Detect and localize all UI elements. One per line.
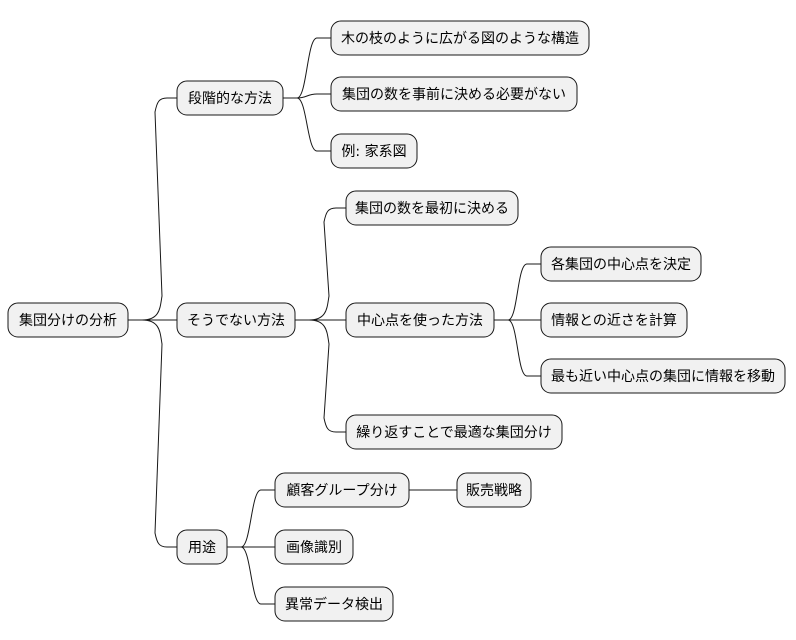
connector-line [295,207,346,321]
svg-text:段階的な方法: 段階的な方法 [188,91,272,107]
node-root: 集団分けの分析 [7,302,129,338]
connector-lines [128,37,541,605]
node-move-to-nearest: 最も近い中心点の集団に情報を移動 [540,358,786,394]
svg-text:顧客グループ分け: 顧客グループ分け [286,482,397,499]
svg-text:販売戦略: 販売戦略 [466,483,522,499]
svg-text:異常データ検出: 異常データ検出 [285,596,383,613]
connector-line [283,97,331,152]
node-customer-grouping: 顧客グループ分け [274,472,410,508]
node-sales-strategy: 販売戦略 [456,472,532,508]
connector-line [494,319,541,377]
svg-text:集団の数を事前に決める必要がない: 集団の数を事前に決める必要がない [342,86,566,103]
svg-text:各集団の中心点を決定: 各集団の中心点を決定 [551,256,691,273]
svg-text:繰り返すことで最適な集団分け: 繰り返すことで最適な集団分け [356,424,552,441]
connector-line [494,263,541,321]
node-anomaly-detection: 異常データ検出 [274,586,394,622]
node-hierarchical-method: 段階的な方法 [176,80,284,116]
node-image-recognition: 画像識別 [274,529,354,565]
node-tree-structure: 木の枝のように広がる図のような構造 [330,20,590,56]
connector-line [295,319,346,433]
svg-text:木の枝のように広がる図のような構造: 木の枝のように広がる図のような構造 [341,31,579,47]
connector-line [227,489,275,548]
node-iterate-optimal: 繰り返すことで最適な集団分け [345,414,563,450]
svg-text:中心点を使った方法: 中心点を使った方法 [357,312,483,329]
node-no-predefined-count: 集団の数を事前に決める必要がない [330,76,578,112]
svg-text:用途: 用途 [188,539,216,556]
node-centroid-method: 中心点を使った方法 [345,302,495,338]
connector-line [283,37,331,99]
svg-text:情報との近さを計算: 情報との近さを計算 [551,313,677,329]
node-family-tree-example: 例: 家系図 [330,133,418,169]
node-set-centroids: 各集団の中心点を決定 [540,246,702,282]
svg-text:画像識別: 画像識別 [286,540,342,556]
connector-line [283,93,331,99]
svg-text:そうでない方法: そうでない方法 [187,313,285,329]
node-applications: 用途 [176,529,228,565]
svg-text:最も近い中心点の集団に情報を移動: 最も近い中心点の集団に情報を移動 [551,368,775,385]
svg-text:例: 家系図: 例: 家系図 [341,143,406,160]
node-non-hierarchical-method: そうでない方法 [176,302,296,338]
connector-line [128,97,177,321]
svg-text:集団分けの分析: 集団分けの分析 [19,312,117,329]
svg-text:集団の数を最初に決める: 集団の数を最初に決める [355,200,509,217]
node-compute-distance: 情報との近さを計算 [540,302,688,338]
node-predefine-count: 集団の数を最初に決める [345,190,519,226]
connector-line [128,319,177,548]
connector-line [227,546,275,605]
